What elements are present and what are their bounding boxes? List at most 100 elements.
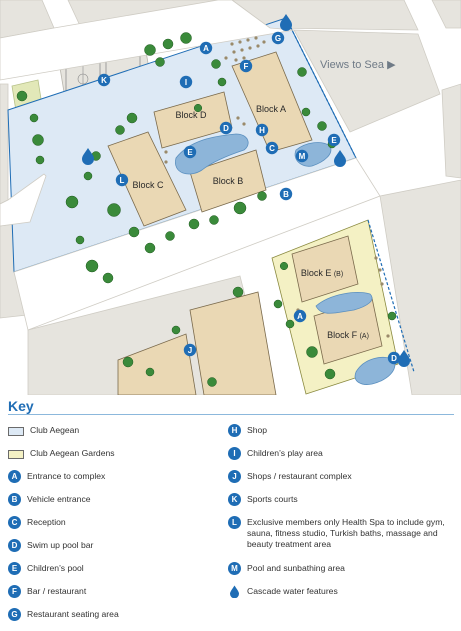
block-e-name: Block E bbox=[301, 268, 332, 278]
seat bbox=[378, 268, 382, 272]
marker-circle bbox=[293, 309, 307, 323]
water-drop-shape bbox=[230, 585, 239, 598]
plot-top-right bbox=[431, 0, 461, 29]
marker-a-entrance-gardens[interactable]: A bbox=[293, 309, 307, 323]
seat bbox=[236, 116, 240, 120]
block-f-sub: (A) bbox=[360, 333, 369, 340]
tree bbox=[115, 125, 125, 135]
marker-e-childrens-pool-east[interactable]: E bbox=[327, 133, 341, 147]
water-drop-icon[interactable] bbox=[334, 150, 346, 167]
marker-k-sports-courts[interactable]: K bbox=[97, 73, 111, 87]
marker-c-reception[interactable]: C bbox=[265, 141, 279, 155]
block-a-building bbox=[231, 51, 313, 153]
marker-l-health-spa[interactable]: L bbox=[115, 173, 129, 187]
marker-h-shop[interactable]: H bbox=[255, 123, 269, 137]
marker-j-shops[interactable]: J bbox=[183, 343, 197, 357]
seat bbox=[248, 46, 252, 50]
marker-letter: J bbox=[188, 346, 192, 355]
tree bbox=[297, 67, 307, 77]
marker-m-pool-sunbathing[interactable]: M bbox=[295, 149, 309, 163]
key-item-pool-sunbathing: M Pool and sunbathing area bbox=[228, 562, 345, 575]
tree bbox=[301, 107, 311, 117]
tree bbox=[107, 203, 121, 217]
marker-circle bbox=[255, 123, 269, 137]
tree bbox=[188, 218, 200, 230]
marker-letter: I bbox=[185, 78, 187, 87]
marker-f-bar-restaurant[interactable]: F bbox=[239, 59, 253, 73]
tree bbox=[75, 235, 85, 245]
seat bbox=[374, 256, 378, 260]
key-item-seating: G Restaurant seating area bbox=[8, 608, 119, 621]
key-item-pool-bar: D Swim up pool bar bbox=[8, 539, 93, 552]
tree bbox=[29, 113, 39, 123]
seat bbox=[242, 122, 246, 126]
key-item-reception: C Reception bbox=[8, 516, 66, 529]
tree bbox=[122, 356, 134, 368]
key-item-vehicle-entrance: B Vehicle entrance bbox=[8, 493, 91, 506]
marker-letter: E bbox=[331, 136, 337, 145]
gardens-pool-upper bbox=[315, 292, 373, 314]
marker-b-vehicle-entrance[interactable]: B bbox=[279, 187, 293, 201]
tree bbox=[317, 121, 327, 131]
key-label: Entrance to complex bbox=[27, 471, 106, 481]
key-badge: F bbox=[8, 585, 21, 598]
key-label: Shop bbox=[247, 425, 268, 435]
views-to-sea-text: Views to Sea bbox=[320, 59, 385, 71]
tree bbox=[233, 201, 247, 215]
tree bbox=[180, 32, 192, 44]
marker-circle bbox=[183, 145, 197, 159]
marker-circle bbox=[219, 121, 233, 135]
block-c-building bbox=[107, 131, 187, 227]
water-drop-icon[interactable] bbox=[82, 148, 94, 165]
marker-a-entrance[interactable]: A bbox=[199, 41, 213, 55]
seat bbox=[230, 42, 234, 46]
plot-left-edge bbox=[0, 83, 9, 205]
marker-letter: H bbox=[259, 126, 265, 135]
marker-g-seating[interactable]: G bbox=[271, 31, 285, 45]
marker-circle bbox=[239, 59, 253, 73]
views-to-sea-label: Views to Sea ▶ bbox=[320, 59, 396, 71]
marker-e-childrens-pool[interactable]: E bbox=[183, 145, 197, 159]
gardens-sea-edge bbox=[367, 219, 415, 373]
seat bbox=[256, 44, 260, 48]
tree bbox=[128, 226, 140, 238]
tree bbox=[171, 325, 181, 335]
tree bbox=[165, 231, 175, 241]
marker-letter: E bbox=[187, 148, 193, 157]
marker-letter: B bbox=[283, 190, 289, 199]
key-label: Cascade water features bbox=[247, 586, 338, 596]
marker-d-pool-bar-gardens[interactable]: D bbox=[387, 351, 401, 365]
key-label: Club Aegean Gardens bbox=[30, 448, 115, 458]
tree bbox=[32, 134, 44, 146]
key-item-health-spa: L Exclusive members only Health Spa to i… bbox=[228, 516, 450, 550]
water-drop-icon[interactable] bbox=[398, 350, 410, 367]
tree bbox=[126, 112, 138, 124]
seat bbox=[224, 56, 228, 60]
marker-circle bbox=[295, 149, 309, 163]
location-markers: A A B C D D E E F G H I J K L M bbox=[97, 31, 401, 365]
key-item-cascade: Cascade water features bbox=[228, 585, 338, 598]
marker-circle bbox=[179, 75, 193, 89]
key-badge: D bbox=[8, 539, 21, 552]
water-drop-icon bbox=[230, 585, 239, 598]
road-top bbox=[0, 0, 295, 81]
key-label: Bar / restaurant bbox=[27, 586, 87, 596]
block-a-label: Block A bbox=[256, 104, 286, 114]
block-e-sub: (B) bbox=[334, 271, 343, 278]
tree bbox=[162, 38, 174, 50]
road-left bbox=[0, 173, 47, 227]
water-drop-icon[interactable] bbox=[280, 14, 292, 31]
tree bbox=[279, 261, 289, 271]
seat bbox=[262, 40, 266, 44]
key-label: Pool and sunbathing area bbox=[247, 563, 345, 573]
marker-letter: G bbox=[275, 34, 281, 43]
seat bbox=[164, 160, 168, 164]
marker-letter: F bbox=[244, 62, 249, 71]
marker-d-pool-bar[interactable]: D bbox=[219, 121, 233, 135]
gardens-pool-lower bbox=[354, 356, 396, 385]
marker-i-play-area[interactable]: I bbox=[179, 75, 193, 89]
marker-letter: A bbox=[297, 312, 303, 321]
trees bbox=[16, 32, 397, 387]
key-badge: M bbox=[228, 562, 241, 575]
block-d-label: Block D bbox=[175, 110, 207, 120]
